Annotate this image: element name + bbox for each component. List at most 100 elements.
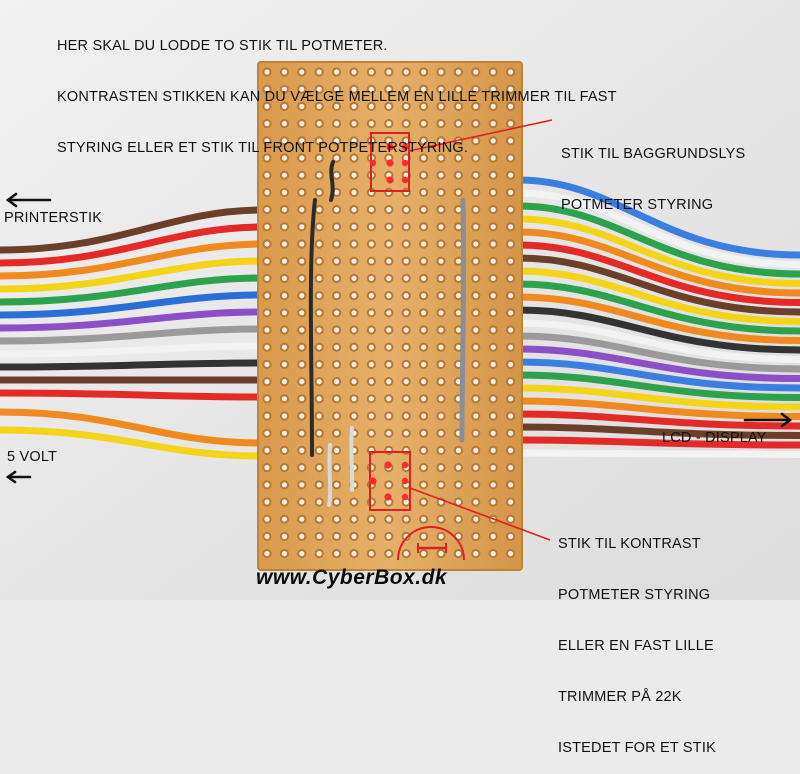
- ribbon-wire: [514, 306, 800, 354]
- board-hole: [316, 344, 322, 350]
- board-hole: [455, 189, 461, 195]
- board-hole: [473, 447, 479, 453]
- board-hole: [403, 396, 409, 402]
- board-hole: [368, 103, 374, 109]
- board-hole: [421, 499, 427, 505]
- board-hole: [455, 361, 461, 367]
- ribbon-wire: [514, 449, 800, 458]
- board-hole: [334, 69, 340, 75]
- board-hole: [421, 310, 427, 316]
- board-hole: [316, 224, 322, 230]
- board-hole: [299, 310, 305, 316]
- board-hole: [438, 69, 444, 75]
- board-hole: [281, 516, 287, 522]
- board-hole: [473, 499, 479, 505]
- board-hole: [438, 413, 444, 419]
- board-hole: [334, 155, 340, 161]
- board-hole: [455, 516, 461, 522]
- board-hole: [403, 155, 409, 161]
- board-hole: [281, 482, 287, 488]
- board-hole: [281, 430, 287, 436]
- arrow-left-icon: [5, 192, 52, 208]
- ribbon-wire: [514, 423, 800, 439]
- stripboard: [257, 61, 523, 571]
- board-hole: [403, 310, 409, 316]
- board-hole: [386, 327, 392, 333]
- board-hole: [386, 516, 392, 522]
- board-hole: [421, 241, 427, 247]
- board-hole: [334, 224, 340, 230]
- board-hole: [334, 379, 340, 385]
- board-hole: [299, 69, 305, 75]
- board-hole: [508, 258, 514, 264]
- board-hole: [421, 86, 427, 92]
- board-hole: [351, 327, 357, 333]
- board-hole: [264, 293, 270, 299]
- board-hole: [299, 155, 305, 161]
- board-hole: [386, 224, 392, 230]
- board-hole: [438, 172, 444, 178]
- board-hole: [386, 275, 392, 281]
- board-hole: [351, 275, 357, 281]
- board-hole: [368, 396, 374, 402]
- board-hole: [299, 396, 305, 402]
- board-hole: [386, 430, 392, 436]
- board-hole: [281, 172, 287, 178]
- board-hole: [473, 258, 479, 264]
- board-hole: [281, 138, 287, 144]
- board-hole: [421, 551, 427, 557]
- board-hole: [264, 310, 270, 316]
- board-hole: [281, 465, 287, 471]
- power-wire: [0, 408, 266, 447]
- board-hole: [438, 482, 444, 488]
- board-hole: [368, 344, 374, 350]
- ribbon-wire: [0, 223, 266, 267]
- board-hole: [299, 516, 305, 522]
- jumper-wire-left: [308, 198, 317, 457]
- board-hole: [316, 155, 322, 161]
- board-hole: [368, 533, 374, 540]
- board-hole: [508, 465, 514, 471]
- five-volt-label: 5 VOLT: [7, 449, 58, 465]
- intro-line: STYRING ELLER ET STIK TIL FRONT POTPETER…: [57, 140, 469, 156]
- board-hole: [508, 551, 514, 557]
- board-hole: [455, 241, 461, 247]
- board-hole: [438, 361, 444, 367]
- board-hole: [473, 533, 479, 540]
- board-hole: [403, 516, 409, 522]
- board-hole: [403, 379, 409, 385]
- board-hole: [316, 189, 322, 195]
- board-hole: [473, 86, 479, 92]
- contrast-label-line: ISTEDET FOR ET STIK: [558, 740, 716, 756]
- board-hole: [438, 224, 444, 230]
- board-hole: [421, 69, 427, 75]
- board-hole: [386, 207, 392, 213]
- board-hole: [264, 465, 270, 471]
- board-hole: [264, 551, 270, 557]
- board-hole: [403, 103, 409, 109]
- board-hole: [316, 69, 322, 75]
- board-hole: [421, 138, 427, 144]
- board-hole: [334, 516, 340, 522]
- board-hole: [334, 499, 340, 505]
- arrow-right-icon: [743, 412, 793, 428]
- board-hole: [403, 258, 409, 264]
- board-hole: [438, 293, 444, 299]
- board-hole: [316, 121, 322, 127]
- board-hole: [421, 344, 427, 350]
- board-hole: [281, 344, 287, 350]
- board-hole: [403, 207, 409, 213]
- board-hole: [403, 413, 409, 419]
- board-hole: [368, 121, 374, 127]
- board-hole: [281, 69, 287, 75]
- board-hole: [455, 310, 461, 316]
- board-hole: [351, 121, 357, 127]
- board-hole: [455, 258, 461, 264]
- board-hole: [334, 430, 340, 436]
- board-hole: [264, 396, 270, 402]
- power-wire: [0, 426, 266, 460]
- board-hole: [455, 293, 461, 299]
- board-hole: [473, 551, 479, 557]
- board-hole: [490, 103, 496, 109]
- board-hole: [264, 138, 270, 144]
